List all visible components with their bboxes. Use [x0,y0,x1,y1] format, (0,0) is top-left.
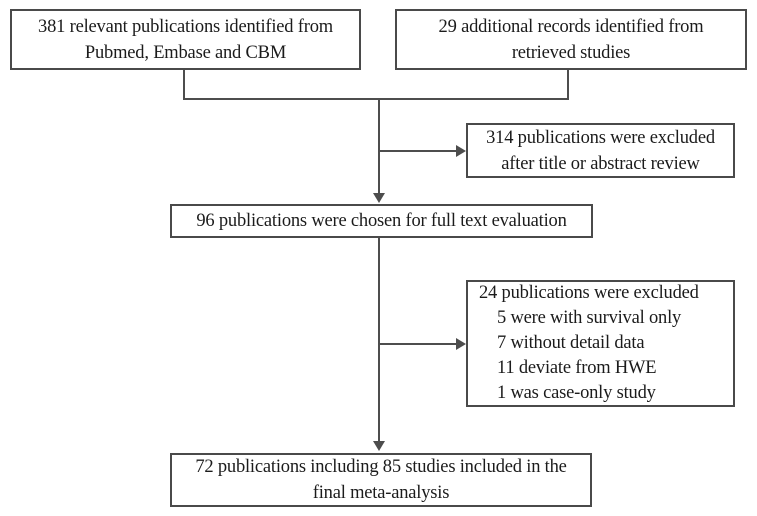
box-final-line1: 72 publications including 85 studies inc… [195,457,567,477]
box-identified-records: 381 relevant publications identified fro… [10,9,361,70]
connector-right-stub [567,70,569,100]
box-excluded-fulltext-line3: 7 without detail data [497,333,645,353]
box-identified-line2: Pubmed, Embase and CBM [84,42,287,63]
arrowhead-down-icon [373,441,385,451]
box-excluded-fulltext: 24 publications were excluded 5 were wit… [466,280,735,407]
arrowhead-right-icon [456,338,466,350]
box-final-line2: final meta-analysis [312,483,450,503]
connector-stem-to-final [378,238,380,442]
box-excluded-fulltext-line2: 5 were with survival only [497,308,682,328]
box-excluded-screening: 314 publications were excluded after tit… [466,123,735,178]
box-excluded-fulltext-line5: 1 was case-only study [497,383,656,403]
connector-join-horizontal [183,98,569,100]
connector-branch-fulltext-exclusion [378,343,457,345]
box-final-meta-analysis: 72 publications including 85 studies inc… [170,453,592,507]
box-fulltext-evaluation: 96 publications were chosen for full tex… [170,204,593,238]
box-excluded-fulltext-line4: 11 deviate from HWE [497,358,657,378]
connector-left-stub [183,70,185,100]
connector-branch-screen [378,150,457,152]
box-excluded-fulltext-line1: 24 publications were excluded [479,283,699,303]
arrowhead-down-icon [373,193,385,203]
box-excluded-screening-line2: after title or abstract review [501,153,700,174]
box-additional-line1: 29 additional records identified from [438,16,704,37]
box-additional-records: 29 additional records identified from re… [395,9,747,70]
arrowhead-right-icon [456,145,466,157]
box-excluded-screening-line1: 314 publications were excluded [486,127,715,148]
box-additional-line2: retrieved studies [511,42,631,63]
connector-stem-to-fulltext [378,98,380,194]
box-identified-line1: 381 relevant publications identified fro… [38,16,333,37]
box-fulltext-line1: 96 publications were chosen for full tex… [196,211,567,231]
